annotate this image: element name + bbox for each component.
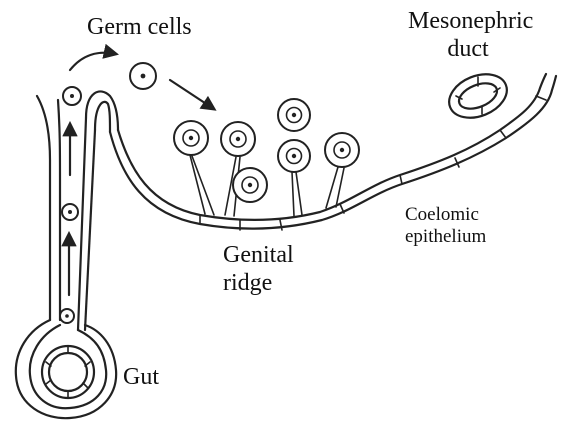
gut-structure: [16, 320, 116, 418]
label-coelomic-line2: epithelium: [405, 226, 486, 248]
ridge-germ-cell: [278, 140, 310, 216]
ridge-germ-cell: [233, 168, 267, 202]
label-mesonephric-line2: duct: [408, 36, 528, 64]
arrow-curved: [70, 53, 116, 70]
label-genital-line2: ridge: [223, 270, 294, 298]
germ-cell: [60, 309, 74, 323]
label-mesonephric-duct: Mesonephric duct: [408, 8, 528, 63]
mesonephric-duct: [443, 66, 514, 126]
arrow-to-ridge: [170, 80, 214, 109]
germ-cell: [63, 87, 81, 105]
label-mesonephric-line1: Mesonephric: [408, 8, 528, 36]
label-coelomic-epithelium: Coelomic epithelium: [405, 204, 486, 248]
label-genital-ridge: Genital ridge: [223, 242, 294, 297]
label-genital-line1: Genital: [223, 242, 294, 270]
ridge-germ-cell: [174, 121, 214, 215]
label-coelomic-line1: Coelomic: [405, 204, 486, 226]
germ-cell: [62, 204, 78, 220]
label-gut: Gut: [123, 364, 159, 392]
label-germ-cells: Germ cells: [87, 14, 192, 42]
ridge-germ-cell: [278, 99, 310, 131]
germ-cell: [130, 63, 156, 89]
genital-ridge-cells: [174, 99, 359, 216]
